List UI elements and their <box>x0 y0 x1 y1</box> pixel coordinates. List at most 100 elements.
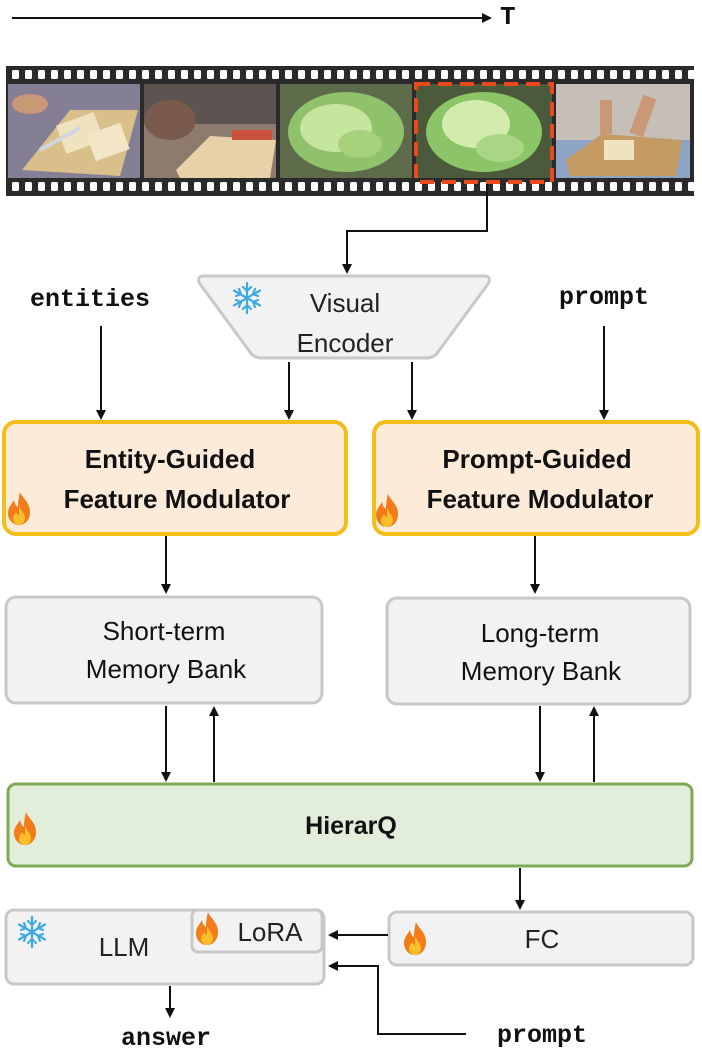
film-perforation <box>64 182 71 191</box>
film-perforation <box>285 70 292 79</box>
film-perforation <box>64 70 71 79</box>
film-perforation <box>77 70 84 79</box>
film-perforation <box>90 70 97 79</box>
film-perforation <box>168 70 175 79</box>
film-perforation <box>428 70 435 79</box>
film-perforation <box>493 70 500 79</box>
film-perforation <box>350 70 357 79</box>
lora-label: LoRA <box>237 917 303 947</box>
film-perforation <box>246 70 253 79</box>
film-perforation <box>519 70 526 79</box>
film-perforation <box>623 182 630 191</box>
prompt-modulator-line2: Feature Modulator <box>427 484 654 514</box>
film-perforation <box>675 182 682 191</box>
film-perforation <box>467 70 474 79</box>
film-perforation <box>636 70 643 79</box>
film-perforation <box>259 70 266 79</box>
film-perforation <box>181 70 188 79</box>
film-perforation <box>506 182 513 191</box>
film-perforation <box>415 182 422 191</box>
film-perforation <box>376 182 383 191</box>
film-perforation <box>77 182 84 191</box>
film-perforation <box>272 70 279 79</box>
entity-guided-modulator: Entity-Guided Feature Modulator <box>2 420 348 536</box>
film-perforation <box>233 182 240 191</box>
film-perforation <box>532 182 539 191</box>
film-perforation <box>168 182 175 191</box>
film-perforation <box>441 182 448 191</box>
short-term-memory-bank: Short-term Memory Bank <box>4 595 324 705</box>
long-term-memory-bank: Long-term Memory Bank <box>385 596 692 706</box>
film-perforation <box>90 182 97 191</box>
film-perforation <box>38 70 45 79</box>
film-perforation <box>506 70 513 79</box>
long-term-line1: Long-term <box>481 618 600 648</box>
video-frame-2 <box>144 84 276 178</box>
film-perforation <box>324 70 331 79</box>
film-perforation <box>129 70 136 79</box>
film-perforation <box>350 182 357 191</box>
film-perforation <box>649 182 656 191</box>
film-perforation <box>181 182 188 191</box>
short-term-line1: Short-term <box>103 616 226 646</box>
film-perforation <box>38 182 45 191</box>
film-perforations-top <box>12 70 695 79</box>
time-label: T <box>500 2 516 32</box>
highlighted-frame-border <box>414 82 554 184</box>
entity-modulator-line1: Entity-Guided <box>85 444 255 474</box>
encoder-label-line2: Encoder <box>297 328 394 358</box>
film-perforation <box>259 182 266 191</box>
film-perforation <box>428 182 435 191</box>
film-perforation <box>571 182 578 191</box>
video-frame-4 <box>416 84 552 178</box>
frame-to-encoder-arrow <box>342 184 488 274</box>
fc-block: FC <box>387 910 695 967</box>
film-perforation <box>246 182 253 191</box>
film-perforation <box>480 182 487 191</box>
film-perforation <box>129 182 136 191</box>
film-perforation <box>25 70 32 79</box>
film-perforation <box>454 70 461 79</box>
film-perforation <box>25 182 32 191</box>
prompt-input-label-bottom: prompt <box>497 1021 587 1050</box>
lora-block: LoRA <box>190 908 324 954</box>
film-perforation <box>363 70 370 79</box>
encoder-label-line1: Visual <box>310 288 380 318</box>
film-perforation <box>337 182 344 191</box>
film-perforation <box>233 70 240 79</box>
film-perforation <box>194 182 201 191</box>
prompt-input-label-top: prompt <box>559 283 649 312</box>
film-perforation <box>545 70 552 79</box>
film-perforation <box>285 182 292 191</box>
prompt-guided-modulator: Prompt-Guided Feature Modulator <box>372 420 700 536</box>
film-perforation <box>623 70 630 79</box>
fc-label: FC <box>525 924 560 954</box>
film-perforation <box>155 182 162 191</box>
film-perforation <box>415 70 422 79</box>
film-perforation <box>402 70 409 79</box>
film-perforation <box>51 70 58 79</box>
film-perforation <box>532 70 539 79</box>
film-perforation <box>103 182 110 191</box>
film-strip <box>6 66 695 196</box>
film-perforation <box>324 182 331 191</box>
entity-modulator-line2: Feature Modulator <box>64 484 291 514</box>
film-perforation <box>688 182 695 191</box>
short-term-line2: Memory Bank <box>86 654 247 684</box>
film-perforation <box>142 182 149 191</box>
film-perforation <box>545 182 552 191</box>
film-perforation <box>675 70 682 79</box>
film-perforation <box>337 70 344 79</box>
film-perforation <box>155 70 162 79</box>
video-frame-3 <box>280 84 412 178</box>
film-perforation <box>610 70 617 79</box>
film-perforation <box>454 182 461 191</box>
video-frame-5 <box>556 84 690 178</box>
film-perforation <box>402 182 409 191</box>
film-perforation <box>584 70 591 79</box>
film-perforation <box>662 182 669 191</box>
llm-label: LLM <box>99 932 150 962</box>
film-perforation <box>558 70 565 79</box>
film-perforation <box>103 70 110 79</box>
